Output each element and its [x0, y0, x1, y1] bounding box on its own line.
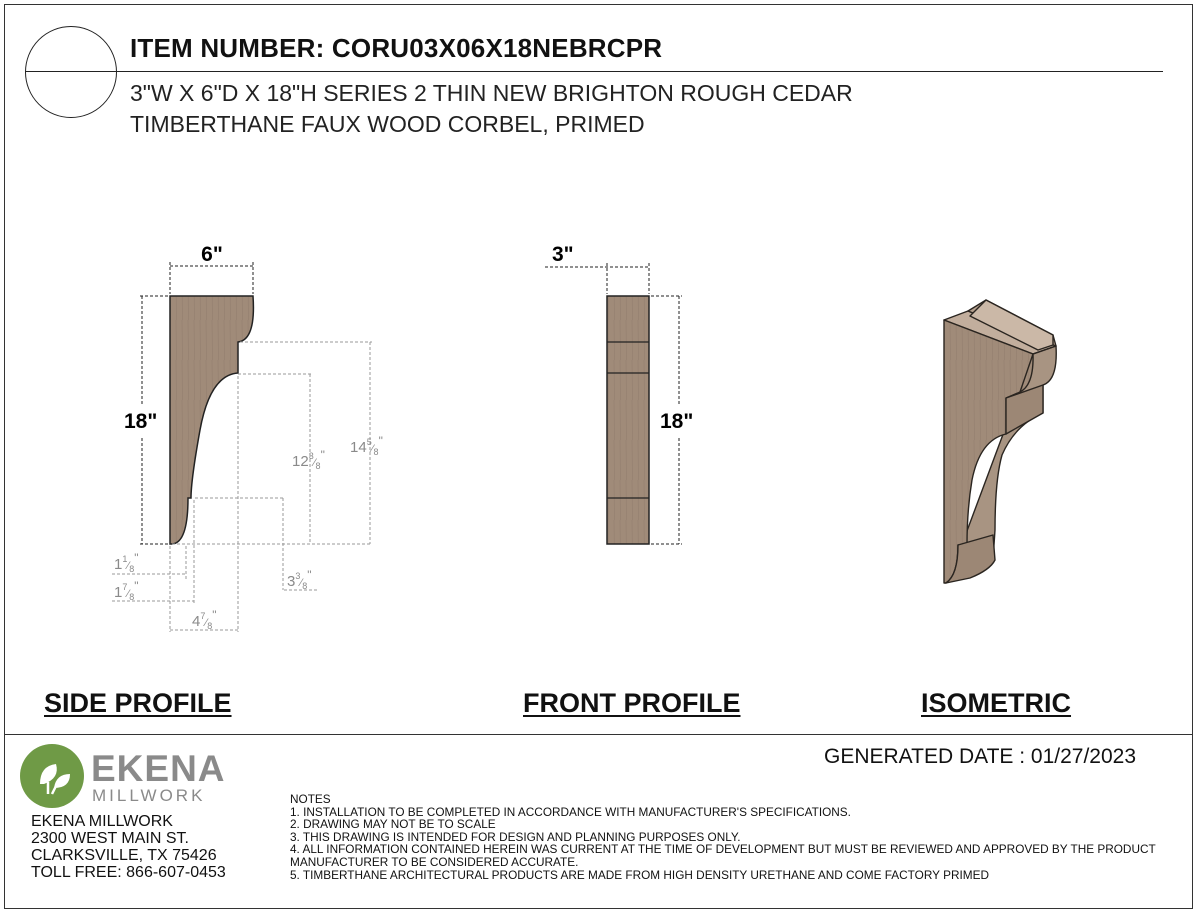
- note-4: 4. ALL INFORMATION CONTAINED HEREIN WAS …: [290, 842, 1156, 869]
- svg-text:145⁄8": 145⁄8": [350, 434, 383, 457]
- notes-title: NOTES: [290, 792, 331, 806]
- brand-subtitle: MILLWORK: [92, 786, 206, 805]
- note-5: 5. TIMBERTHANE ARCHITECTURAL PRODUCTS AR…: [290, 867, 989, 882]
- front-profile-shape: [606, 295, 650, 545]
- company-name: EKENA MILLWORK: [31, 813, 173, 830]
- generated-date: GENERATED DATE : 01/27/2023: [824, 745, 1137, 768]
- svg-text:11⁄8": 11⁄8": [114, 551, 138, 574]
- brand-name: EKENA: [91, 748, 226, 789]
- front-profile-label: FRONT PROFILE: [523, 688, 741, 718]
- drawing-border: [4, 4, 1193, 909]
- side-height-dim: 18": [124, 410, 157, 433]
- description-line-1: 3"W X 6"D X 18"H SERIES 2 THIN NEW BRIGH…: [130, 80, 853, 106]
- phone-number: TOLL FREE: 866-607-0453: [31, 864, 226, 881]
- front-profile-drawing: 3" 18": [545, 243, 693, 545]
- note-2: 2. DRAWING MAY NOT BE TO SCALE: [290, 817, 496, 832]
- address-line-1: 2300 WEST MAIN ST.: [31, 830, 189, 847]
- side-profile-drawing: 6" 18" 145⁄8" 123⁄8" 33⁄8" 11⁄8" 17⁄8": [112, 243, 383, 632]
- isometric-drawing: [943, 299, 1057, 584]
- isometric-label: ISOMETRIC: [921, 688, 1072, 718]
- front-height-dim: 18": [660, 410, 693, 433]
- svg-text:123⁄8": 123⁄8": [292, 448, 325, 471]
- front-width-dim: 3": [552, 243, 574, 266]
- title-divider-line: [25, 71, 1163, 72]
- title-block-circle: [25, 26, 117, 118]
- footer-divider: [4, 734, 1193, 735]
- note-1: 1. INSTALLATION TO BE COMPLETED IN ACCOR…: [290, 804, 851, 819]
- svg-text:33⁄8": 33⁄8": [287, 568, 311, 591]
- svg-text:47⁄8": 47⁄8": [192, 608, 216, 631]
- description-line-2: TIMBERTHANE FAUX WOOD CORBEL, PRIMED: [130, 111, 645, 137]
- note-3: 3. THIS DRAWING IS INTENDED FOR DESIGN A…: [290, 829, 741, 844]
- leaf-logo-icon: [20, 744, 84, 808]
- address-line-2: CLARKSVILLE, TX 75426: [31, 847, 217, 864]
- notes-block: NOTES 1. INSTALLATION TO BE COMPLETED IN…: [290, 793, 1180, 881]
- item-number: ITEM NUMBER: CORU03X06X18NEBRCPR: [130, 33, 663, 63]
- side-profile-shape: [169, 295, 255, 545]
- svg-text:17⁄8": 17⁄8": [114, 579, 138, 602]
- side-profile-label: SIDE PROFILE: [44, 688, 232, 718]
- side-width-dim: 6": [201, 243, 223, 266]
